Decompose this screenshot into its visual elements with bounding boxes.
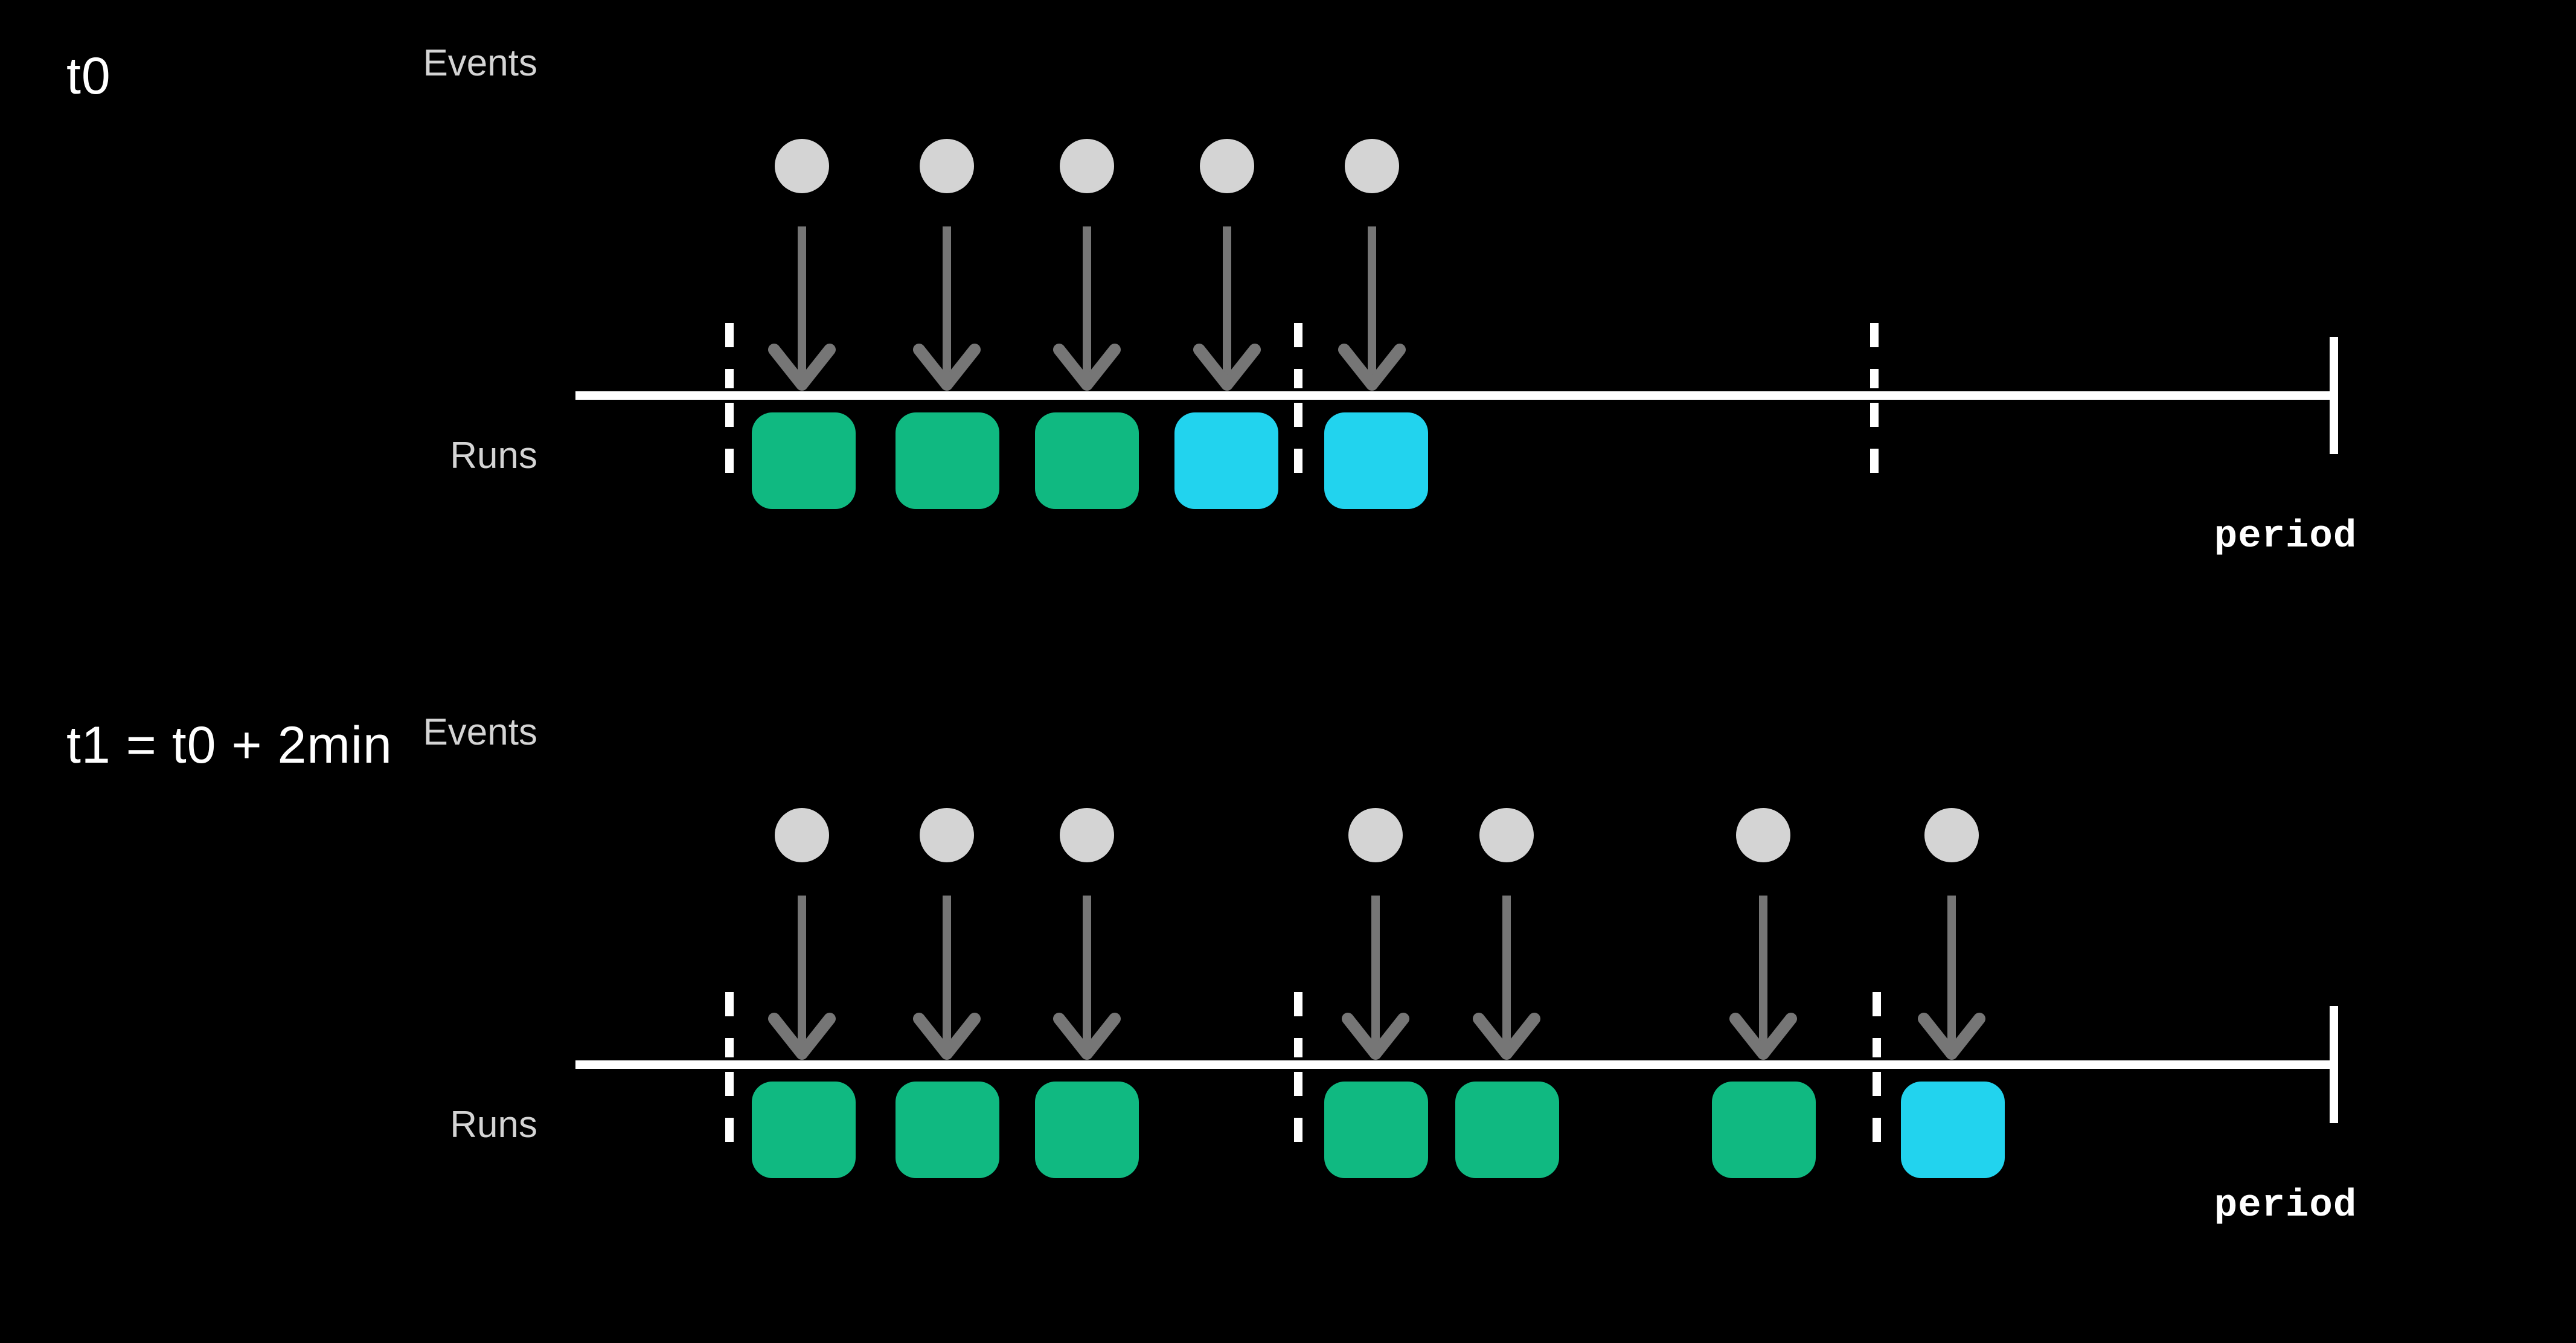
event-dot-t1-4	[1479, 808, 1534, 862]
run-box-t1-5	[1712, 1082, 1816, 1178]
event-dot-t0-0	[775, 139, 829, 193]
run-box-t1-1	[896, 1082, 999, 1178]
event-dot-t1-5	[1736, 808, 1790, 862]
event-arrow-head-t1-5	[1729, 1013, 1797, 1060]
event-arrow-head-t0-0	[768, 344, 836, 391]
event-arrow-head-t1-0	[768, 1013, 836, 1060]
run-box-t0-0	[752, 412, 856, 509]
event-dot-t1-2	[1060, 808, 1114, 862]
event-dot-t0-2	[1060, 139, 1114, 193]
event-arrow-head-t0-3	[1193, 344, 1261, 391]
event-arrow-head-t1-2	[1053, 1013, 1121, 1060]
scenario-title-t0: t0	[66, 47, 111, 105]
event-arrow-head-t1-4	[1473, 1013, 1540, 1060]
event-arrow-head-t0-1	[913, 344, 981, 391]
event-arrow-head-t0-2	[1053, 344, 1121, 391]
runs-lane-label-t0: Runs	[450, 435, 537, 476]
event-dot-t1-0	[775, 808, 829, 862]
run-box-t1-0	[752, 1082, 856, 1178]
event-arrow-head-t0-4	[1338, 344, 1406, 391]
event-dot-t0-1	[920, 139, 974, 193]
events-lane-label-t0: Events	[423, 42, 537, 84]
event-arrow-head-t1-6	[1918, 1013, 1985, 1060]
run-box-t1-4	[1455, 1082, 1559, 1178]
run-box-t0-1	[896, 412, 999, 509]
run-box-t1-3	[1324, 1082, 1428, 1178]
event-arrow-head-t1-3	[1342, 1013, 1409, 1060]
period-label-t1: period	[2214, 1184, 2357, 1228]
runs-lane-label-t1: Runs	[450, 1104, 537, 1146]
run-box-t1-6	[1901, 1082, 2005, 1178]
event-dot-t1-6	[1924, 808, 1979, 862]
run-box-t0-4	[1324, 412, 1428, 509]
period-label-t0: period	[2214, 515, 2357, 559]
event-dot-t0-4	[1345, 139, 1399, 193]
event-dot-t1-1	[920, 808, 974, 862]
scenario-title-t1: t1 = t0 + 2min	[66, 716, 392, 774]
events-lane-label-t1: Events	[423, 711, 537, 753]
run-box-t0-3	[1174, 412, 1278, 509]
run-box-t1-2	[1035, 1082, 1139, 1178]
event-arrow-head-t1-1	[913, 1013, 981, 1060]
event-dot-t0-3	[1200, 139, 1254, 193]
event-dot-t1-3	[1348, 808, 1403, 862]
run-box-t0-2	[1035, 412, 1139, 509]
